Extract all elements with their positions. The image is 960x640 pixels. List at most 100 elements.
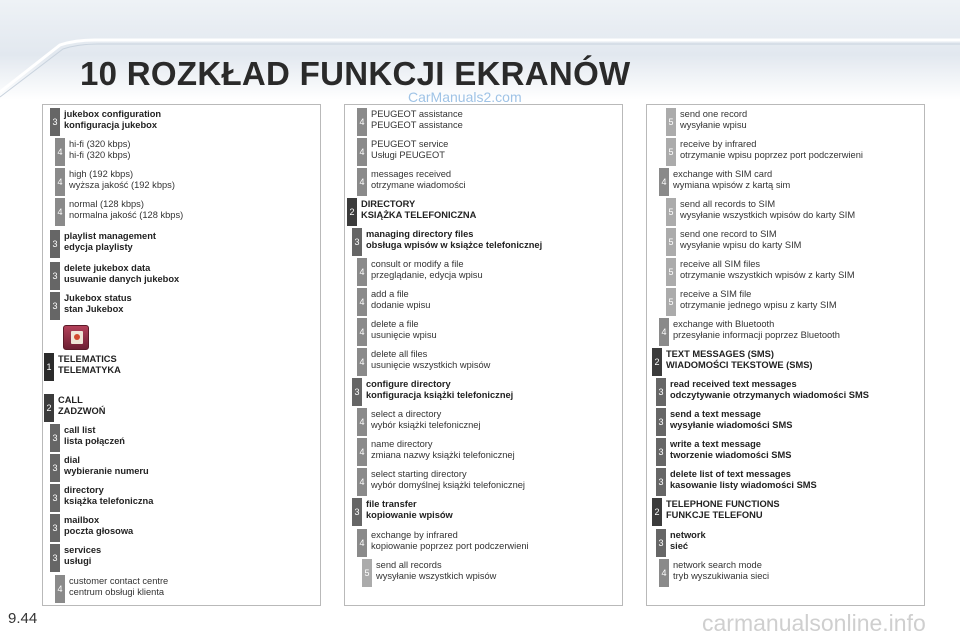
entry-polish: przesyłanie informacji poprzez Bluetooth bbox=[673, 329, 840, 340]
entry-text: high (192 kbps)wyższa jakość (192 kbps) bbox=[69, 169, 175, 190]
entry-english: call list bbox=[64, 425, 96, 435]
level-badge: 4 bbox=[357, 318, 367, 346]
entry-polish: poczta głosowa bbox=[64, 525, 134, 536]
entry-english: hi-fi (320 kbps) bbox=[69, 139, 131, 149]
level-badge: 3 bbox=[352, 498, 362, 526]
entry-polish: usługi bbox=[64, 555, 92, 566]
entry-polish: wysyłanie wiadomości SMS bbox=[670, 419, 793, 430]
level-badge: 3 bbox=[50, 484, 60, 512]
entry-polish: otrzymanie wszystkich wpisów z karty SIM bbox=[680, 269, 855, 280]
entry-polish: TELEMATYKA bbox=[58, 364, 121, 375]
level-badge: 4 bbox=[55, 198, 65, 226]
watermark-top: CarManuals2.com bbox=[408, 89, 522, 105]
level-badge: 2 bbox=[652, 498, 662, 526]
entry-english: write a text message bbox=[670, 439, 761, 449]
entry-polish: otrzymanie wpisu poprzez port podczerwie… bbox=[680, 149, 863, 160]
entry-polish: wysyłanie wszystkich wpisów bbox=[376, 570, 497, 581]
entry-english: exchange with Bluetooth bbox=[673, 319, 775, 329]
entry-polish: PEUGEOT assistance bbox=[371, 119, 463, 130]
level-badge: 3 bbox=[50, 230, 60, 258]
column-2 bbox=[344, 104, 623, 606]
entry-polish: lista połączeń bbox=[64, 435, 125, 446]
entry-english: jukebox configuration bbox=[64, 109, 162, 119]
entry-polish: dodanie wpisu bbox=[371, 299, 431, 310]
entry-english: dial bbox=[64, 455, 81, 465]
entry-polish: wybieranie numeru bbox=[64, 465, 149, 476]
telematics-icon bbox=[63, 325, 89, 350]
entry-english: network bbox=[670, 530, 706, 540]
entry-english: TEXT MESSAGES (SMS) bbox=[666, 349, 774, 359]
level-badge: 4 bbox=[55, 168, 65, 196]
page-number: 9.44 bbox=[8, 610, 38, 627]
entry-english: exchange with SIM card bbox=[673, 169, 773, 179]
level-badge: 4 bbox=[659, 559, 669, 587]
entry-english: network search mode bbox=[673, 560, 762, 570]
level-badge: 5 bbox=[666, 108, 676, 136]
entry-english: exchange by infrared bbox=[371, 530, 458, 540]
entry-english: select starting directory bbox=[371, 469, 467, 479]
level-badge: 5 bbox=[666, 198, 676, 226]
level-badge: 5 bbox=[666, 258, 676, 286]
level-badge: 2 bbox=[652, 348, 662, 376]
entry-english: send one record bbox=[680, 109, 748, 119]
entry-english: send all records to SIM bbox=[680, 199, 776, 209]
entry-polish: kasowanie listy wiadomości SMS bbox=[670, 479, 817, 490]
level-badge: 3 bbox=[50, 514, 60, 542]
entry-polish: centrum obsługi klienta bbox=[69, 586, 165, 597]
entry-polish: wybór domyślnej książki telefonicznej bbox=[371, 479, 525, 490]
entry-polish: przeglądanie, edycja wpisu bbox=[371, 269, 483, 280]
watermark-bottom: carmanualsonline.info bbox=[702, 610, 926, 636]
entry-english: CALL bbox=[58, 395, 83, 405]
entry-polish: otrzymane wiadomości bbox=[371, 179, 466, 190]
level-badge: 2 bbox=[44, 394, 54, 422]
entry-english: delete jukebox data bbox=[64, 263, 151, 273]
entry-english: add a file bbox=[371, 289, 409, 299]
header-curve bbox=[0, 38, 960, 98]
page-title: 10 ROZKŁAD FUNKCJI EKRANÓW bbox=[80, 55, 631, 92]
entry-english: playlist management bbox=[64, 231, 156, 241]
level-badge: 4 bbox=[357, 258, 367, 286]
entry-text: TEXT MESSAGES (SMS)WIADOMOŚCI TEKSTOWE (… bbox=[666, 349, 813, 370]
entry-polish: FUNKCJE TELEFONU bbox=[666, 509, 763, 520]
entry-polish: ZADZWOŃ bbox=[58, 405, 106, 416]
level-badge: 4 bbox=[55, 138, 65, 166]
entry-english: send all records bbox=[376, 560, 442, 570]
entry-polish: wysyłanie wpisu bbox=[680, 119, 747, 130]
header-band bbox=[0, 0, 960, 100]
entry-polish: konfiguracja jukebox bbox=[64, 119, 157, 130]
entry-polish: WIADOMOŚCI TEKSTOWE (SMS) bbox=[666, 359, 813, 370]
entry-english: receive a SIM file bbox=[680, 289, 752, 299]
entry-text: hi-fi (320 kbps)hi-fi (320 kbps) bbox=[69, 139, 131, 160]
level-badge: 3 bbox=[50, 292, 60, 320]
entry-polish: tryb wyszukiwania sieci bbox=[673, 570, 770, 581]
level-badge: 3 bbox=[50, 424, 60, 452]
entry-english: TELEMATICS bbox=[58, 354, 117, 364]
entry-english: send a text message bbox=[670, 409, 761, 419]
entry-polish: edycja playlisty bbox=[64, 241, 133, 252]
entry-english: receive all SIM files bbox=[680, 259, 761, 269]
entry-polish: konfiguracja książki telefonicznej bbox=[366, 389, 514, 400]
entry-polish: kopiowanie poprzez port podczerwieni bbox=[371, 540, 529, 551]
entry-english: PEUGEOT assistance bbox=[371, 109, 463, 119]
